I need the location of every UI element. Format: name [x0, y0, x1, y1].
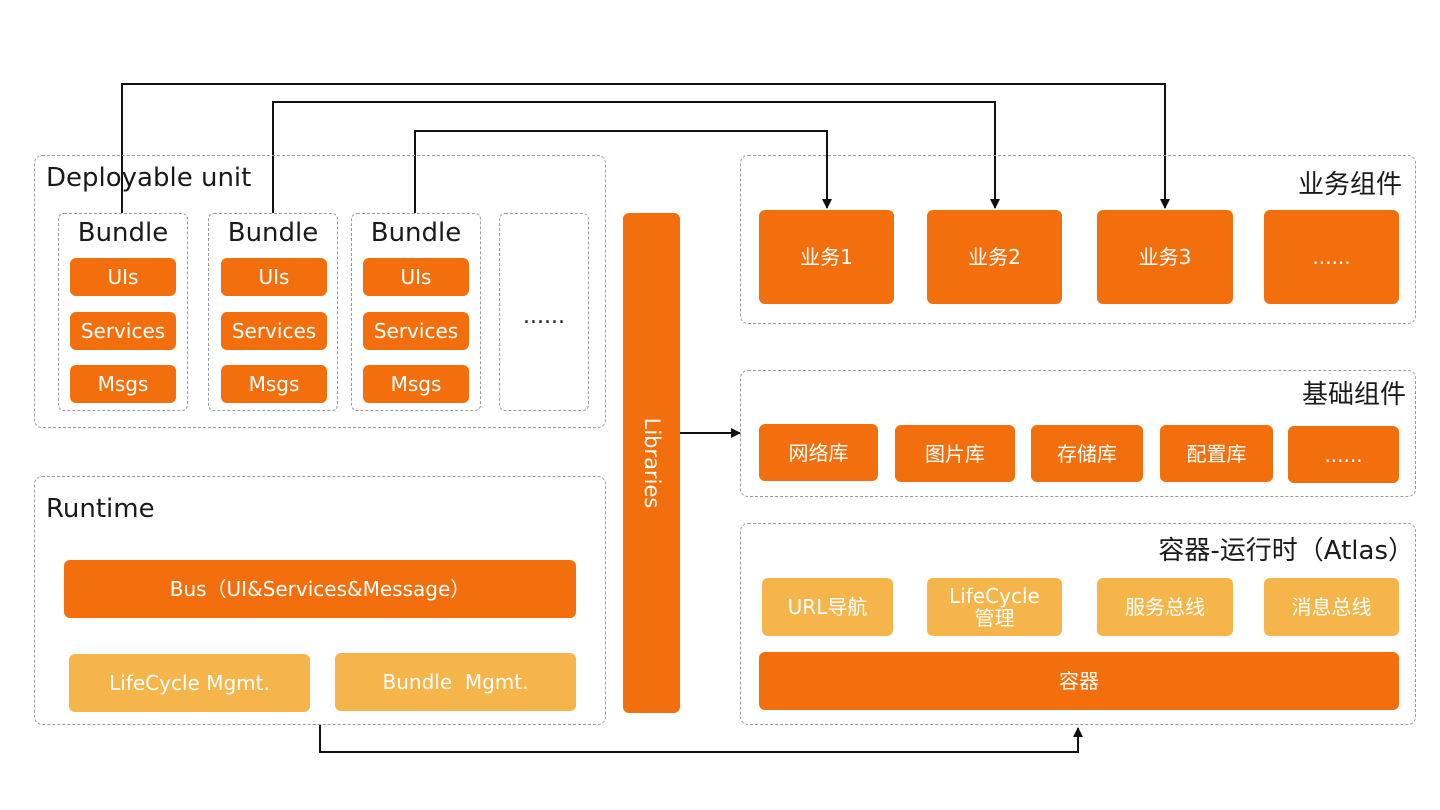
bundle-3-uis: UIs [363, 258, 469, 296]
runtime-panel [34, 476, 606, 725]
bundle-label: Bundle [370, 218, 462, 248]
bundle-1-uis: UIs [70, 258, 176, 296]
container-main: 容器 [759, 652, 1399, 710]
base-item-more: ...... [1288, 426, 1399, 483]
bundle-label: Bundle [77, 218, 169, 248]
bundle-2-uis: UIs [221, 258, 327, 296]
container-panel [740, 523, 1416, 725]
bundle-2-msgs: Msgs [221, 365, 327, 403]
container-lifecycle: LifeCycle 管理 [927, 578, 1062, 636]
container-service-bus: 服务总线 [1097, 578, 1233, 636]
bundle-3-services: Services [363, 312, 469, 350]
runtime-title: Runtime [46, 494, 155, 524]
base-panel [740, 370, 1416, 497]
libraries-bar: Libraries [623, 213, 680, 713]
base-item-network: 网络库 [759, 424, 878, 481]
bundle-2-services: Services [221, 312, 327, 350]
bundle-2: Bundle [208, 213, 338, 411]
arrow-runtime-to-container [319, 725, 1083, 753]
libraries-label: Libraries [639, 417, 664, 509]
business-item-3: 业务3 [1097, 210, 1233, 304]
base-item-storage: 存储库 [1031, 425, 1143, 482]
bundle-mgmt-box: Bundle Mgmt. [335, 653, 576, 711]
business-item-more: ...... [1264, 210, 1399, 304]
container-title: 容器-运行时（Atlas） [1158, 536, 1414, 566]
base-item-image: 图片库 [895, 425, 1015, 482]
business-item-1: 业务1 [759, 210, 894, 304]
bus-box: Bus（UI&Services&Message） [64, 560, 576, 618]
container-lifecycle-label: LifeCycle 管理 [949, 584, 1040, 630]
bundle-3: Bundle [351, 213, 481, 411]
lifecycle-mgmt-box: LifeCycle Mgmt. [69, 654, 310, 712]
business-panel [740, 155, 1416, 324]
bundle-more: ...... [499, 213, 589, 411]
bundle-mgmt-label: Bundle Mgmt. [382, 670, 529, 694]
container-url-nav: URL导航 [762, 578, 893, 636]
bundle-1-services: Services [70, 312, 176, 350]
base-item-config: 配置库 [1160, 425, 1273, 482]
deployable-unit-panel [34, 155, 606, 428]
deployable-unit-title: Deployable unit [46, 163, 252, 193]
base-title: 基础组件 [1301, 380, 1406, 410]
bundle-1-msgs: Msgs [70, 365, 176, 403]
bundle-label: Bundle [227, 218, 319, 248]
business-title: 业务组件 [1297, 170, 1402, 200]
bundle-more-dots: ...... [523, 304, 565, 329]
container-message-bus: 消息总线 [1264, 578, 1399, 636]
bundle-3-msgs: Msgs [363, 365, 469, 403]
business-item-2: 业务2 [927, 210, 1062, 304]
bundle-1: Bundle [58, 213, 188, 411]
